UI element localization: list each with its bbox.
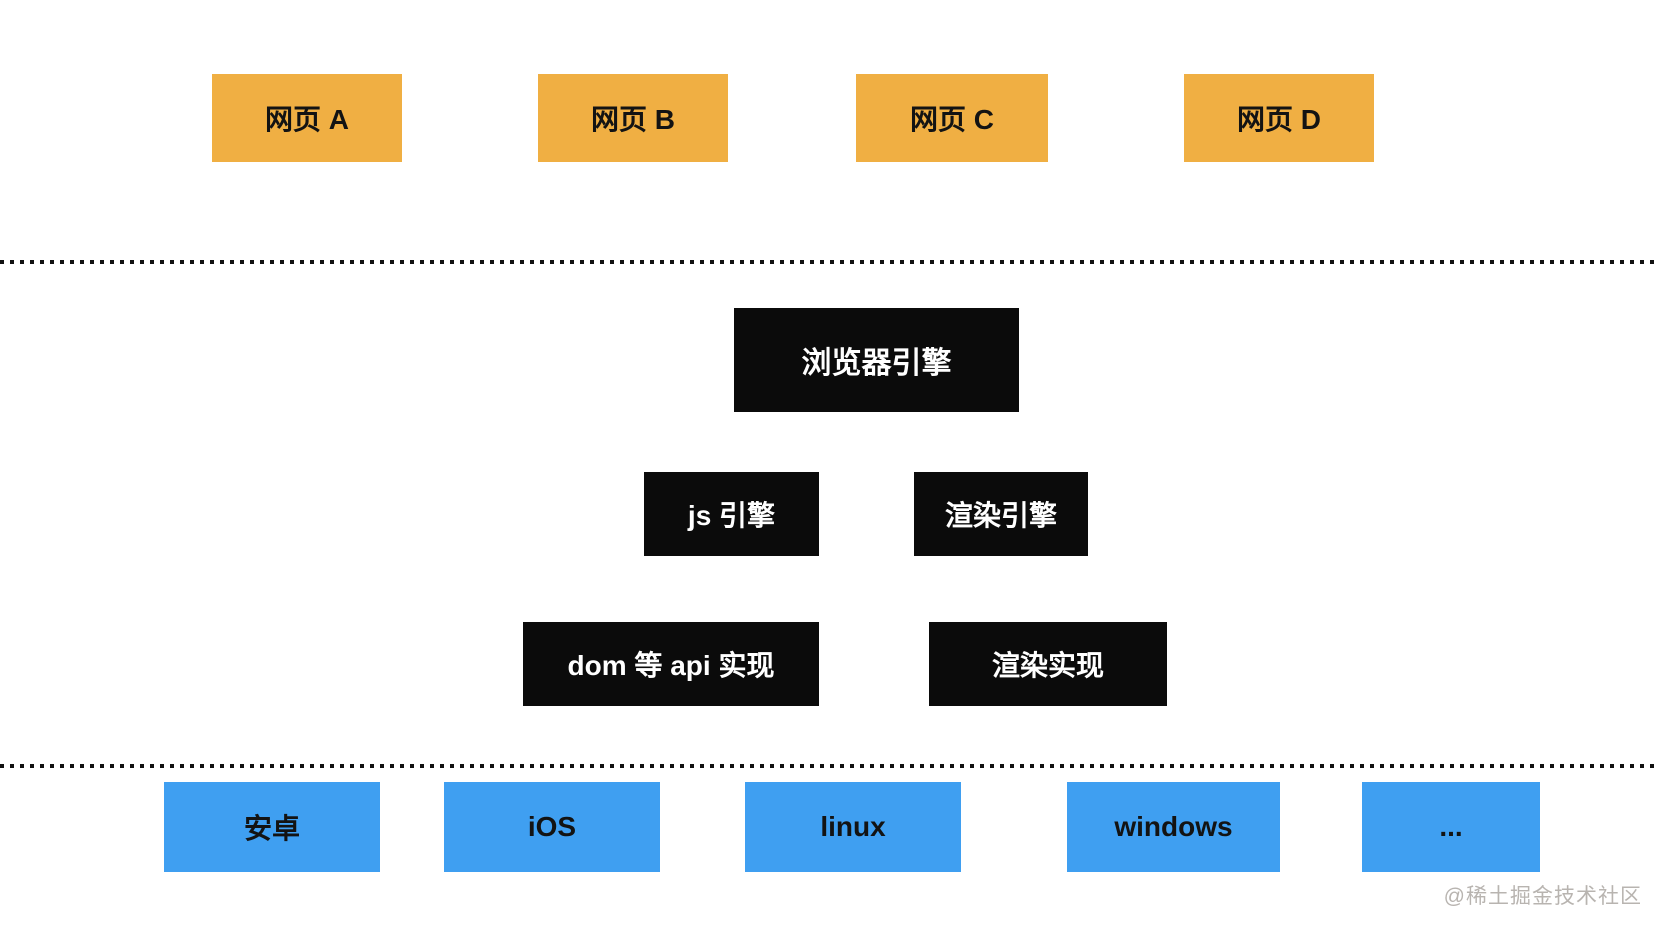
web-page-label-c: 网页 C xyxy=(909,104,994,135)
browser-engine-label: 浏览器引擎 xyxy=(801,347,952,380)
platform-label-android: 安卓 xyxy=(243,813,300,844)
platform-label-linux: linux xyxy=(820,811,886,842)
platform-box-ios: iOS xyxy=(444,782,660,872)
platform-box-android: 安卓 xyxy=(164,782,380,872)
platform-label-ios: iOS xyxy=(527,811,577,842)
platform-box-windows: windows xyxy=(1067,782,1280,872)
separator-dotted-line-top xyxy=(0,260,1656,264)
platform-box-linux: linux xyxy=(745,782,961,872)
js-engine-label: js 引擎 xyxy=(687,500,776,531)
web-page-box-a: 网页 A xyxy=(212,74,402,162)
render-implementation-label: 渲染实现 xyxy=(991,650,1104,681)
dom-api-implementation-label: dom 等 api 实现 xyxy=(567,650,775,681)
platform-label-more: ... xyxy=(1439,811,1463,842)
separator-dotted-line-bottom xyxy=(0,764,1656,768)
dom-api-implementation-box: dom 等 api 实现 xyxy=(523,622,819,706)
web-page-label-d: 网页 D xyxy=(1236,104,1321,135)
web-page-label-a: 网页 A xyxy=(264,104,349,135)
watermark-text: @稀土掘金技术社区 xyxy=(1443,885,1642,908)
platform-box-more: ... xyxy=(1362,782,1540,872)
js-engine-box: js 引擎 xyxy=(644,472,819,556)
platform-label-windows: windows xyxy=(1114,811,1233,842)
render-implementation-box: 渲染实现 xyxy=(929,622,1167,706)
web-page-box-d: 网页 D xyxy=(1184,74,1374,162)
web-page-box-c: 网页 C xyxy=(856,74,1048,162)
web-page-label-b: 网页 B xyxy=(590,104,675,135)
web-page-box-b: 网页 B xyxy=(538,74,728,162)
render-engine-label: 渲染引擎 xyxy=(944,500,1057,531)
browser-engine-box: 浏览器引擎 xyxy=(734,308,1019,412)
render-engine-box: 渲染引擎 xyxy=(914,472,1088,556)
